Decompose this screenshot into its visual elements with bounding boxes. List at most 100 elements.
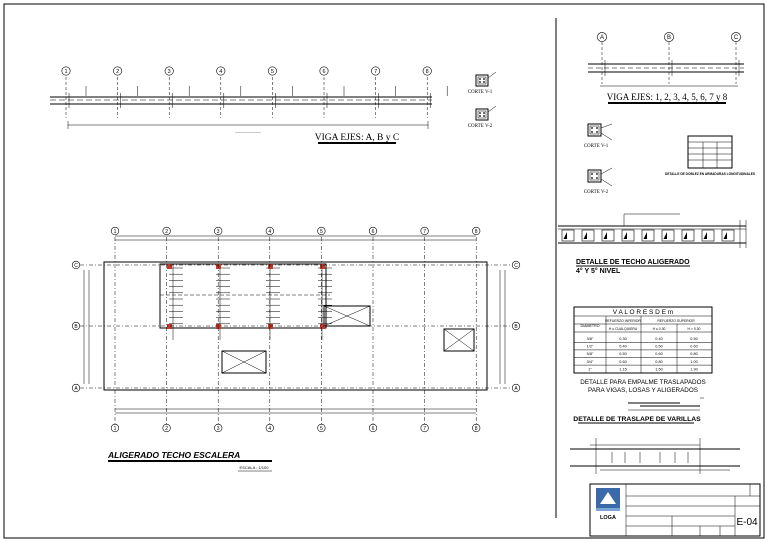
techo-block	[641, 229, 655, 242]
valores-cell: 0.80	[655, 360, 662, 364]
valores-cell: 0.50	[690, 337, 697, 341]
plan-scale: ESCALA : 1/100	[240, 465, 270, 470]
plan-axis-bottom-5-label: 5	[320, 426, 323, 432]
plan-axis-bottom-3: 3	[214, 423, 223, 433]
right-section-v2: CORTE V-2	[584, 167, 613, 195]
plan-axis-left-A: A	[71, 383, 81, 393]
valores-cell: 1.50	[655, 367, 662, 371]
left-beam-axis-1	[65, 77, 87, 118]
techo-block	[581, 229, 595, 242]
techo-block-fill	[623, 232, 627, 239]
plan-axis-top-1: 1	[110, 226, 120, 236]
valores-cell: 3/4"	[587, 360, 594, 364]
techo-aligerado-detail	[558, 213, 747, 248]
left-beam-axis-4	[220, 77, 242, 118]
plan-axis-right-A: A	[511, 383, 521, 393]
left-beam-elevation: ────────────	[50, 96, 432, 134]
right-beam-axis-bubble-B-label: B	[667, 35, 671, 41]
left-beam-axis-bubble-3: 3	[164, 66, 174, 76]
techo-title: DETALLE DE TECHO ALIGERADO 4° Y 5° NIVEL	[576, 259, 690, 275]
plan-title-text: ALIGERADO TECHO ESCALERA	[107, 450, 240, 460]
traslape-beam	[570, 438, 740, 474]
plan-title: ALIGERADO TECHO ESCALERA ESCALA : 1/100	[107, 450, 272, 472]
sheet-number: E-04	[736, 517, 758, 528]
left-beam-axis-bubble-2-label: 2	[116, 69, 119, 75]
logo-text: LOGA	[600, 515, 616, 521]
plan-axis-left-B-label: B	[74, 324, 78, 330]
plan-axis-right-C: C	[511, 260, 521, 270]
plan-axis-left-A-label: A	[74, 386, 78, 392]
left-beam-axis-bubble-5-label: 5	[271, 69, 274, 75]
right-beam-elevation	[588, 63, 744, 87]
logo: LOGA	[596, 488, 620, 521]
techo-block-fill	[563, 232, 567, 239]
left-beam-axis-bubble-3-label: 3	[168, 69, 171, 75]
right-beam-title: VIGA EJES: 1, 2, 3, 4, 5, 6, 7 y 8	[607, 92, 728, 104]
plan-axis-top-7: 7	[420, 226, 429, 236]
left-beam-axis-bubble-6-label: 6	[322, 69, 325, 75]
traslape-title: DETALLE DE TRASLAPE DE VARILLAS	[573, 416, 701, 423]
right-beam-axis-bubble-B: B	[664, 32, 674, 42]
svg-text:────────────: ────────────	[234, 130, 261, 134]
left-beam-axis-bubble-1-label: 1	[64, 69, 67, 75]
plan-axis-bottom-3-label: 3	[217, 426, 220, 432]
techo-block-fill	[663, 232, 667, 239]
valores-col-inferior: REFUERZO INFERIOR	[605, 319, 641, 323]
right-beam-title-text: VIGA EJES: 1, 2, 3, 4, 5, 6, 7 y 8	[607, 92, 728, 102]
empalme-line2: PARA VIGAS, LOSAS Y ALIGERADOS	[588, 387, 698, 394]
plan-axis-top-8-label: 8	[475, 229, 478, 235]
left-section-v2-label: CORTE V-2	[468, 124, 493, 129]
plan-axis-top-2-label: 2	[165, 229, 168, 235]
techo-block	[721, 229, 735, 242]
techo-block	[681, 229, 695, 242]
left-beam-title-text: VIGA EJES: A, B y C	[315, 133, 399, 143]
plan-axis-bottom-2: 2	[162, 423, 171, 433]
plan-axis-top-3: 3	[214, 226, 223, 236]
right-beam-axis-A	[601, 42, 606, 84]
techo-block	[701, 229, 715, 242]
plan-axis-left-C-label: C	[74, 263, 78, 269]
right-section-v1: CORTE V-1	[584, 123, 613, 149]
plan-axis-bottom-7-label: 7	[423, 426, 426, 432]
empalme-caption: DETALLE PARA EMPALME TRASLAPADOS PARA VI…	[580, 379, 705, 394]
left-beam-axis-bubble-4-label: 4	[219, 69, 222, 75]
techo-block	[601, 229, 615, 242]
plan-axis-top-5-label: 5	[320, 229, 323, 235]
right-beam-axis-bubble-A: A	[597, 32, 607, 42]
valores-col-diametro: DIAMETRO	[581, 324, 600, 328]
plan-axis-top-6: 6	[368, 226, 378, 236]
plan-axis-bottom-6: 6	[368, 423, 378, 433]
left-beam-axis-bubble-4: 4	[216, 66, 226, 76]
techo-block-fill	[683, 232, 687, 239]
valores-cell: 1.00	[690, 360, 697, 364]
valores-cell: 0.60	[655, 352, 662, 356]
doblez-table: DETALLE DE DOBLEZ EN ARMADURAS LONGITUDI…	[665, 135, 755, 176]
techo-block	[661, 229, 675, 242]
plan-axis-top-3-label: 3	[217, 229, 220, 235]
plan-axis-top-7-label: 7	[423, 229, 426, 235]
left-beam-axis-bubble-5: 5	[267, 66, 277, 76]
techo-block-fill	[603, 232, 607, 239]
empalme-line1: DETALLE PARA EMPALME TRASLAPADOS	[580, 379, 705, 386]
left-beam-axis-bubble-1: 1	[61, 66, 71, 76]
valores-cell: 0.30	[619, 337, 626, 341]
plan-axis-top-4-label: 4	[268, 229, 271, 235]
techo-block-fill	[583, 232, 587, 239]
valores-cell: 1.15	[619, 367, 626, 371]
left-section-v2: CORTE V-2	[468, 105, 497, 129]
doblez-caption: DETALLE DE DOBLEZ EN ARMADURAS LONGITUDI…	[665, 172, 755, 176]
plan-axis-bottom-8-label: 8	[475, 426, 478, 432]
left-beam-axis-bubble-8: 8	[422, 66, 432, 76]
valores-cell: 0.40	[619, 345, 626, 349]
plan-axis-bottom-8: 8	[472, 423, 481, 433]
plan-axis-top-2: 2	[162, 226, 171, 236]
plan-axis-top-8: 8	[472, 226, 481, 236]
plan-voids	[221, 305, 475, 374]
valores-table: V A L O R E S D E m DIAMETRO REFUERZO IN…	[573, 306, 713, 374]
left-beam-axis-2	[117, 77, 138, 118]
left-beam-axis-7	[375, 77, 396, 118]
plan-axis-top-4: 4	[265, 226, 274, 236]
valores-sub-inferior: H ≤ CUALQUIERA	[609, 327, 638, 331]
stair-area	[159, 263, 330, 340]
